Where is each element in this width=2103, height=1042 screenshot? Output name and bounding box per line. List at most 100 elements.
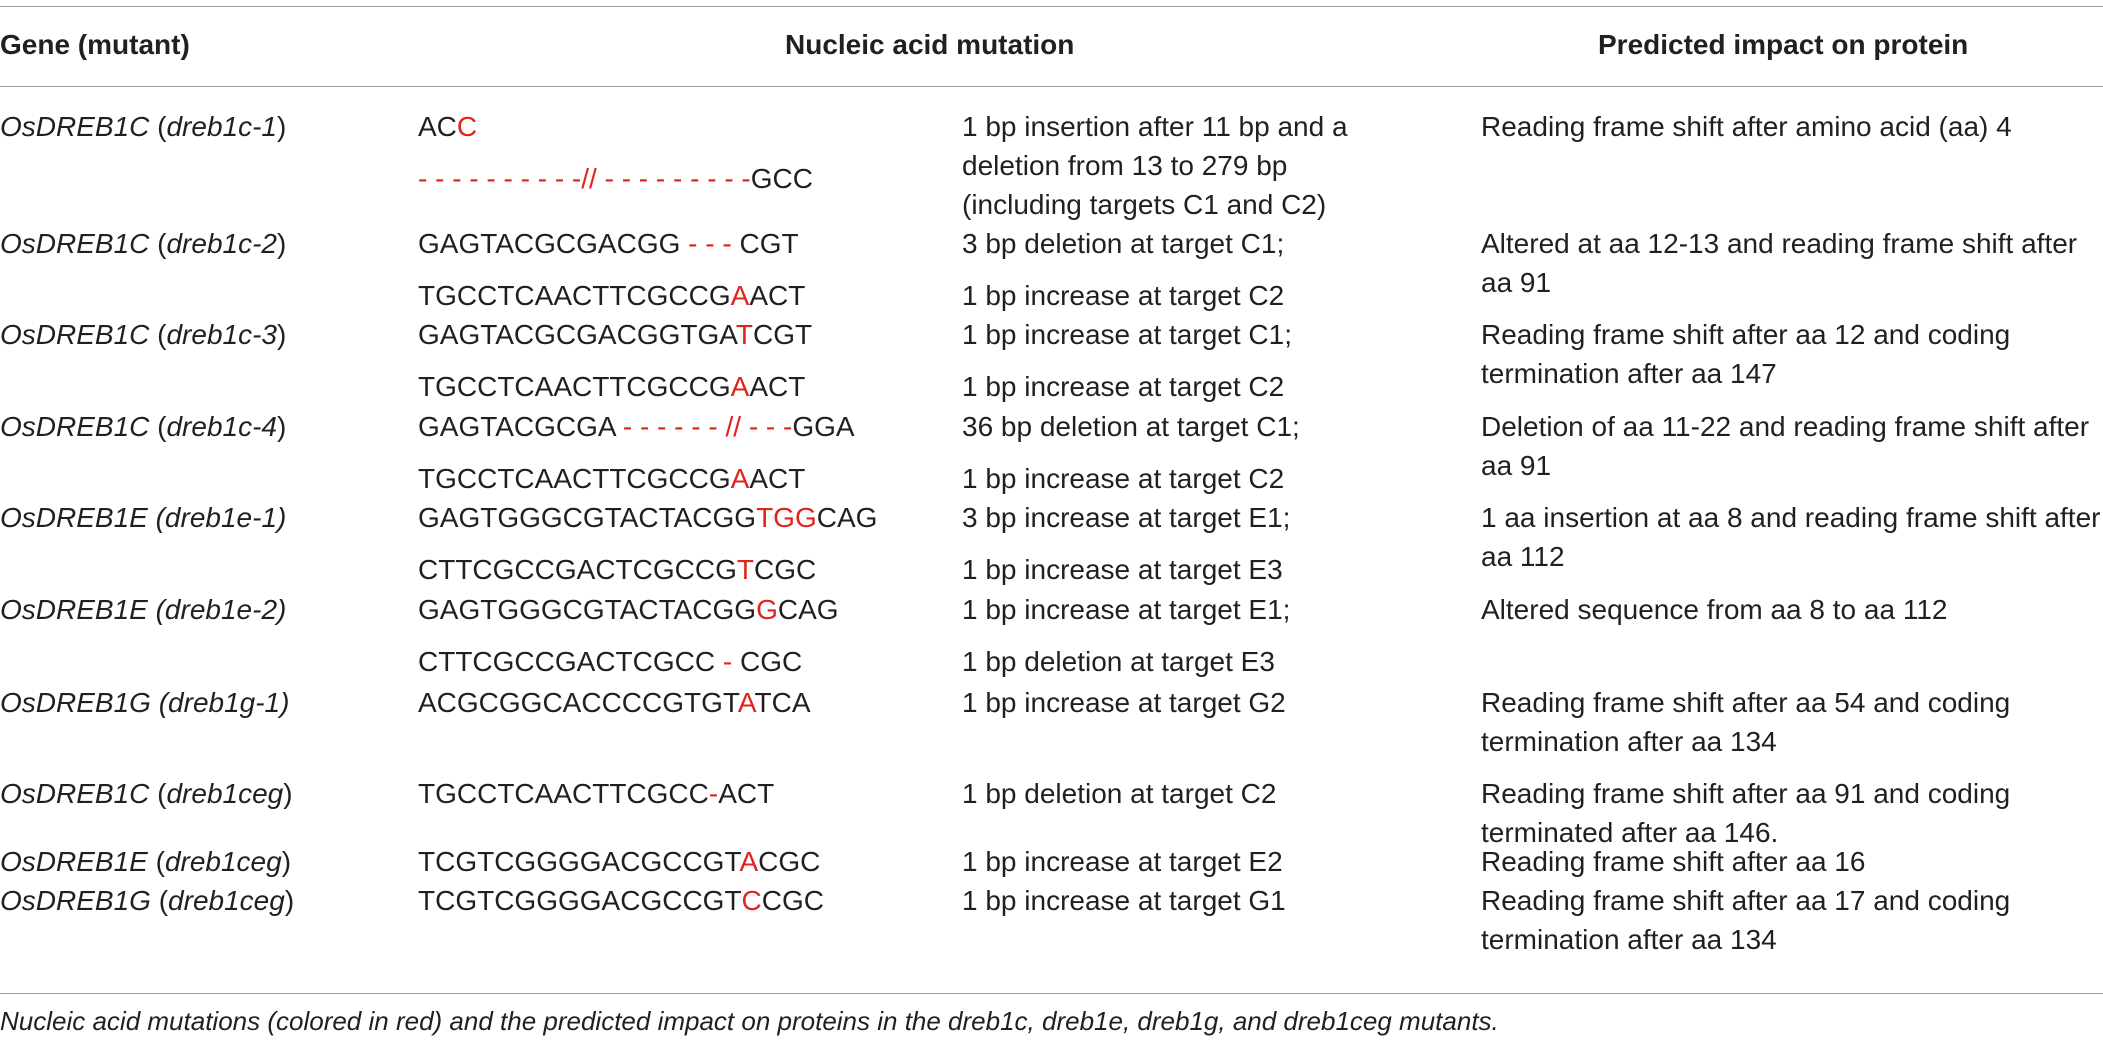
mutation-description-line: 1 bp increase at target G2 [962, 687, 1286, 718]
mutant-name: (dreb1e-1) [147, 502, 287, 533]
mutation-highlight: - - - [688, 228, 732, 259]
impact-line: 1 aa insertion at aa 8 and reading frame… [1481, 502, 2101, 533]
mutation-description-line: 1 bp increase at target C1; [962, 319, 1292, 350]
mutation-description-line: deletion from 13 to 279 bp [962, 150, 1288, 181]
sequence-segment: GGA [792, 411, 855, 442]
mutation-description-line: (including targets C1 and C2) [962, 189, 1327, 220]
mutation-description-cell: 3 bp deletion at target C1; 1 bp increase… [962, 224, 1284, 328]
mutation-description-line: 1 bp increase at target E3 [962, 554, 1283, 585]
mutation-highlight: A [730, 463, 750, 494]
sequence-line: CTTCGCCGACTCGCCGTCGC [418, 550, 877, 602]
sequence-line: ACC [418, 107, 813, 159]
header-nucleic-acid-mutation: Nucleic acid mutation [785, 29, 1075, 60]
impact-cell: Reading frame shift after aa 16 [1481, 842, 1865, 881]
gene-name: OsDREB1E [0, 594, 148, 625]
sequence-segment: CGC [758, 846, 821, 877]
mutant-name: dreb1c-4 [166, 411, 277, 442]
gene-name: OsDREB1G [0, 885, 151, 916]
sequence-line: TCGTCGGGGACGCCGTCCGC [418, 881, 824, 933]
sequence-segment: CTTCGCCGACTCGCCG [418, 554, 737, 585]
sequence-segment: ACT [749, 463, 806, 494]
sequence-segment: TGCCTCAACTTCGCCG [418, 371, 731, 402]
impact-line: termination after aa 134 [1481, 726, 1777, 757]
impact-cell: Reading frame shift after amino acid (aa… [1481, 107, 2012, 146]
mutation-description-cell: 1 bp insertion after 11 bp and a deletion… [962, 107, 1348, 224]
sequence-segment: AC [418, 111, 457, 142]
sequence-cell: ACGCGGCACCCCGTGTATCA [418, 683, 811, 735]
gene-name: OsDREB1C [0, 319, 150, 350]
sequence-segment: CTTCGCCGACTCGCC [418, 646, 723, 677]
mutation-description-line: 1 bp increase at target E2 [962, 846, 1283, 877]
gene-name: OsDREB1E [0, 502, 148, 533]
mutation-description-cell: 1 bp increase at target E1;1 bp deletion… [962, 590, 1290, 694]
mutation-highlight: C [741, 885, 762, 916]
sequence-cell: TCGTCGGGGACGCCGTACGC [418, 842, 820, 894]
impact-line: termination after aa 134 [1481, 924, 1777, 955]
mutation-description-line: 1 bp increase at target G1 [962, 885, 1286, 916]
sequence-segment: TCGTCGGGGACGCCGT [418, 885, 742, 916]
sequence-line: TGCCTCAACTTCGCCGAACT [418, 367, 812, 419]
table-bottom-rule [0, 993, 2103, 994]
mutation-highlight: A [730, 371, 750, 402]
sequence-line: ACGCGGCACCCCGTGTATCA [418, 683, 811, 735]
impact-line: Reading frame shift after aa 54 and codi… [1481, 687, 2011, 718]
mutation-description-cell: 1 bp increase at target G2 [962, 683, 1286, 722]
mutation-description-line: 1 bp increase at target C2 [962, 280, 1285, 311]
mutation-description-line: 1 bp deletion at target C2 [962, 778, 1277, 809]
sequence-segment: CGT [752, 319, 813, 350]
gene-cell: OsDREB1C (dreb1c-1) [0, 111, 287, 142]
sequence-segment: CGC [753, 554, 817, 585]
sequence-segment: TGCCTCAACTTCGCCG [418, 463, 731, 494]
gene-cell: OsDREB1G (dreb1ceg) [0, 885, 295, 916]
mutation-highlight: C [456, 111, 478, 142]
mutant-name: (dreb1g-1) [150, 687, 290, 718]
sequence-line: TGCCTCAACTTCGCCGAACT [418, 459, 855, 511]
sequence-line: TCGTCGGGGACGCCGTACGC [418, 842, 820, 894]
mutation-description-line: 1 bp increase at target E1; [962, 594, 1291, 625]
impact-line: termination after aa 147 [1481, 358, 1777, 389]
impact-cell: Reading frame shift after aa 91 and codi… [1481, 774, 2010, 852]
impact-line: aa 91 [1481, 450, 1552, 481]
impact-line: Reading frame shift after aa 91 and codi… [1481, 778, 2011, 809]
impact-line: Deletion of aa 11-22 and reading frame s… [1481, 411, 2090, 442]
gene-name: OsDREB1C [0, 411, 150, 442]
gene-cell: OsDREB1G (dreb1g-1) [0, 683, 289, 722]
impact-cell: Reading frame shift after aa 17 and codi… [1481, 881, 2010, 959]
sequence-segment: CGC [732, 646, 803, 677]
header-gene: Gene (mutant) [0, 29, 190, 60]
mutation-description-line: 1 bp insertion after 11 bp and a [962, 111, 1348, 142]
impact-cell: Altered sequence from aa 8 to aa 112 [1481, 590, 1947, 629]
impact-cell: Reading frame shift after aa 12 and codi… [1481, 315, 2010, 393]
header-bottom-rule [0, 86, 2103, 87]
mutant-name: dreb1c-2 [166, 228, 277, 259]
sequence-segment: GAGTACGCGACGG [418, 228, 689, 259]
sequence-line: GAGTACGCGA - - - - - - // - - -GGA [418, 407, 855, 459]
impact-line: aa 91 [1481, 267, 1552, 298]
impact-line: Reading frame shift after aa 16 [1481, 846, 1866, 877]
mutation-highlight: TGG [756, 502, 817, 533]
mutant-name: (dreb1e-2) [147, 594, 287, 625]
mutation-description-line: 1 bp increase at target C2 [962, 371, 1285, 402]
sequence-line: TGCCTCAACTTCGCC-ACT [418, 774, 774, 826]
impact-cell: Reading frame shift after aa 54 and codi… [1481, 683, 2010, 761]
gene-cell: OsDREB1C (dreb1c-4) [0, 411, 287, 442]
mutation-description-cell: 1 bp increase at target G1 [962, 881, 1286, 920]
mutation-description-line: 3 bp increase at target E1; [962, 502, 1291, 533]
sequence-cell: TGCCTCAACTTCGCC-ACT [418, 774, 774, 826]
sequence-segment: TCGTCGGGGACGCCGT [418, 846, 740, 877]
sequence-segment: TGCCTCAACTTCGCC [418, 778, 709, 809]
mutation-description-line: 3 bp deletion at target C1; [962, 228, 1285, 259]
impact-line: Altered at aa 12-13 and reading frame sh… [1481, 228, 2078, 259]
mutation-highlight: T [736, 554, 754, 585]
sequence-segment: CAG [816, 502, 878, 533]
mutant-name: dreb1c-3 [166, 319, 277, 350]
gene-name: OsDREB1C [0, 228, 150, 259]
impact-line: aa 112 [1481, 541, 1565, 572]
sequence-line: GAGTACGCGACGGTGATCGT [418, 315, 812, 367]
gene-cell: OsDREB1E (dreb1ceg) [0, 846, 292, 877]
